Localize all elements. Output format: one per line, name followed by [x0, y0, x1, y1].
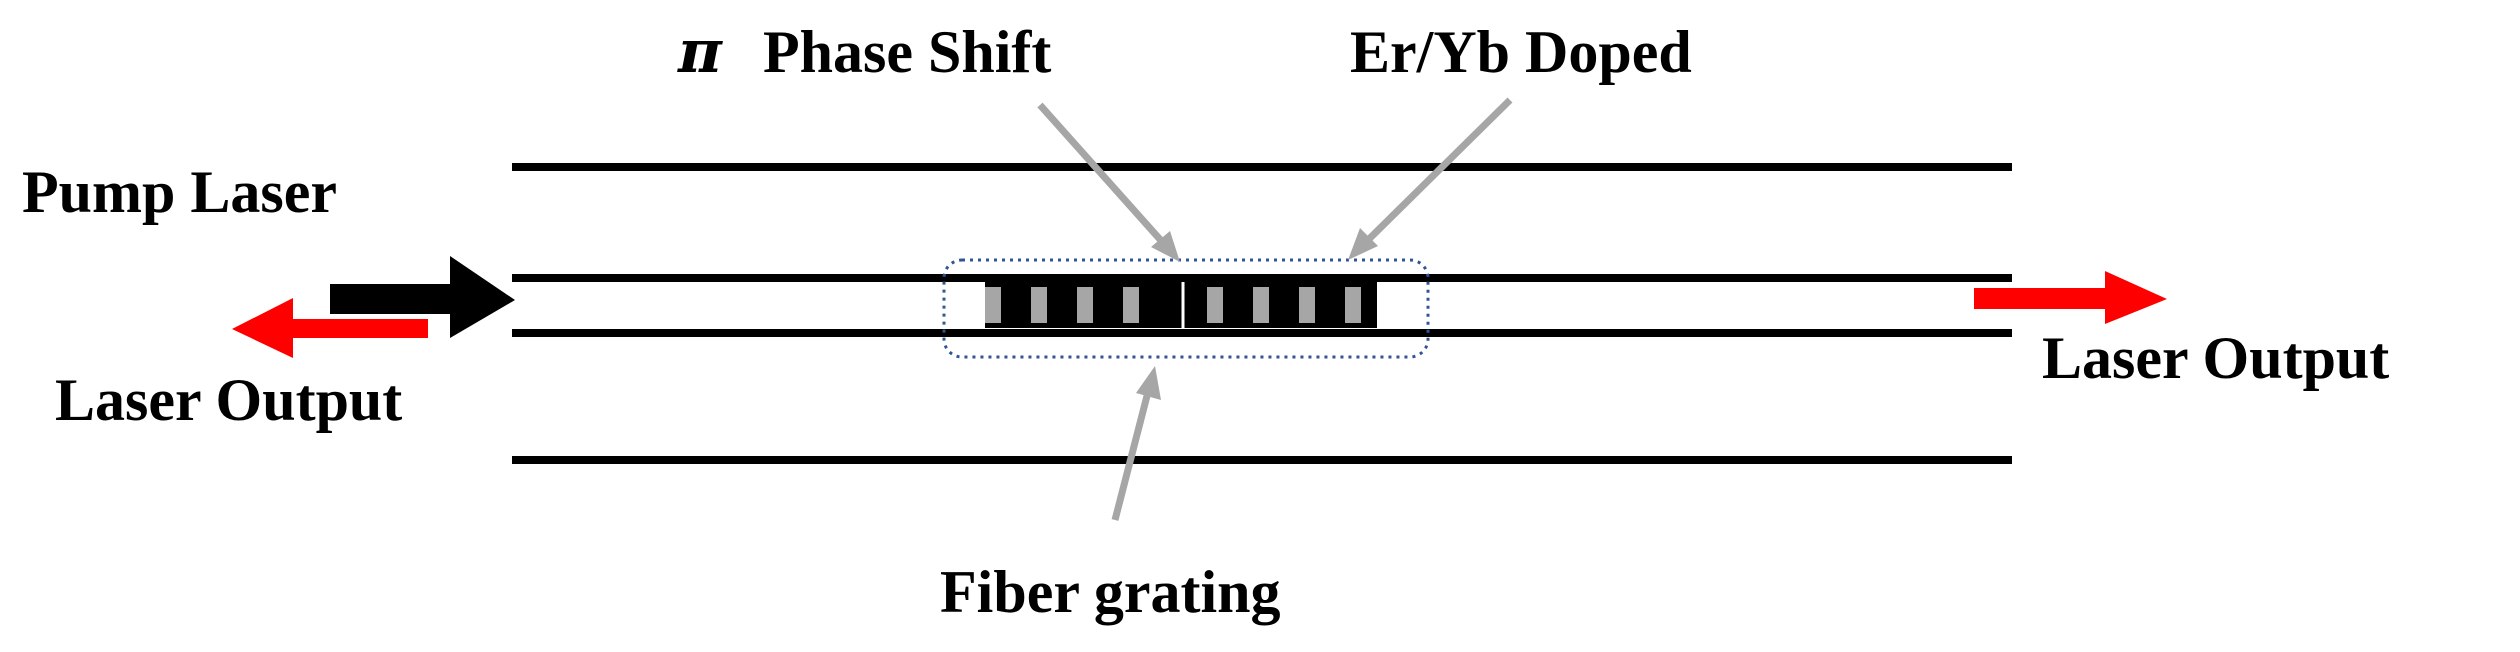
grating-stripe	[1123, 287, 1139, 323]
fiber-grating	[985, 282, 1377, 328]
fiber-grating-label: Fiber grating	[940, 559, 1281, 625]
pointer-arrows	[1037, 97, 1513, 521]
grating-highlight-box	[942, 258, 1430, 359]
grating-stripe	[1207, 287, 1223, 323]
laser-output-right-arrow	[1974, 271, 2167, 324]
phase-shift-pointer-arrow	[1037, 102, 1180, 262]
grating-stripe	[1253, 287, 1269, 323]
doped-label: Er/Yb Doped	[1350, 19, 1692, 85]
grating-stripe	[985, 287, 1001, 323]
laser-output-left-arrow	[232, 298, 428, 358]
fiber	[512, 163, 2012, 464]
grating-stripes	[985, 287, 1361, 323]
grating-stripe	[1299, 287, 1315, 323]
pump-arrow	[330, 256, 515, 338]
phase-shift-label: Phase Shift	[763, 19, 1051, 85]
grating-stripe	[1077, 287, 1093, 323]
laser-output-right-label: Laser Output	[2042, 325, 2389, 391]
pi-symbol: π	[677, 17, 723, 87]
grating-stripe	[1031, 287, 1047, 323]
grating-stripe	[1345, 287, 1361, 323]
laser-output-left-label: Laser Output	[55, 367, 402, 433]
fiber-grating-pointer-arrow	[1111, 366, 1161, 521]
pump-laser-label: Pump Laser	[22, 159, 337, 225]
doped-pointer-arrow	[1348, 97, 1513, 260]
